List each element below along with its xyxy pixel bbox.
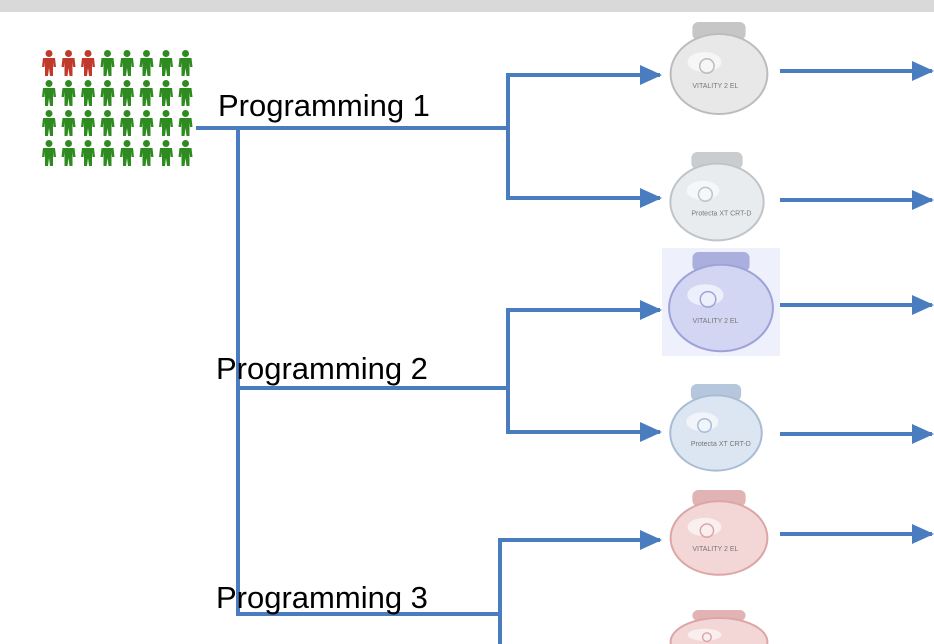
person-affected-icon xyxy=(81,50,95,76)
person-icon xyxy=(139,140,154,166)
person-icon xyxy=(120,110,134,136)
person-icon xyxy=(139,110,154,136)
person-icon xyxy=(100,110,115,136)
person-icon xyxy=(139,80,154,106)
person-icon xyxy=(81,110,95,136)
person-icon xyxy=(100,140,115,166)
programming-label-2: Programming 2 xyxy=(216,351,428,386)
person-icon xyxy=(42,140,56,166)
person-icon xyxy=(42,110,56,136)
person-icon xyxy=(42,80,56,106)
top-strip xyxy=(0,0,934,12)
pacemaker-icon: Protecta XT CRT-D xyxy=(669,152,765,242)
person-icon xyxy=(178,50,193,76)
person-icon xyxy=(159,50,173,76)
pacemaker-icon: VITALITY 2 EL xyxy=(662,248,780,356)
person-icon xyxy=(178,140,193,166)
device-model-text: VITALITY 2 EL xyxy=(692,83,738,90)
pacemaker-icon: Protecta XT CRT-D xyxy=(669,384,763,472)
person-icon xyxy=(178,110,193,136)
pacemaker-icon xyxy=(669,610,769,644)
person-icon xyxy=(159,80,173,106)
person-icon xyxy=(81,140,95,166)
person-affected-icon xyxy=(61,50,76,76)
person-icon xyxy=(100,50,115,76)
programming-label-3: Programming 3 xyxy=(216,580,428,615)
person-affected-icon xyxy=(42,50,56,76)
patient-population xyxy=(42,50,193,166)
person-icon xyxy=(61,140,76,166)
device-model-text: Protecta XT CRT-D xyxy=(691,441,751,448)
pacemaker-icon: VITALITY 2 EL xyxy=(669,22,769,115)
person-icon xyxy=(61,80,76,106)
person-icon xyxy=(178,80,193,106)
device-model-text: VITALITY 2 EL xyxy=(692,318,738,325)
person-icon xyxy=(139,50,154,76)
person-icon xyxy=(61,110,76,136)
person-icon xyxy=(120,50,134,76)
person-icon xyxy=(81,80,95,106)
device-images: VITALITY 2 EL Protecta XT CRT-D VITALITY 2… xyxy=(662,22,780,644)
connector-lines xyxy=(196,73,510,644)
device-model-text: VITALITY 2 EL xyxy=(692,546,738,553)
person-icon xyxy=(159,140,173,166)
person-icon xyxy=(120,140,134,166)
person-icon xyxy=(100,80,115,106)
programming-label-1: Programming 1 xyxy=(218,88,430,123)
person-icon xyxy=(120,80,134,106)
pacemaker-icon: VITALITY 2 EL xyxy=(669,490,769,576)
person-icon xyxy=(159,110,173,136)
device-model-text: Protecta XT CRT-D xyxy=(691,210,751,217)
